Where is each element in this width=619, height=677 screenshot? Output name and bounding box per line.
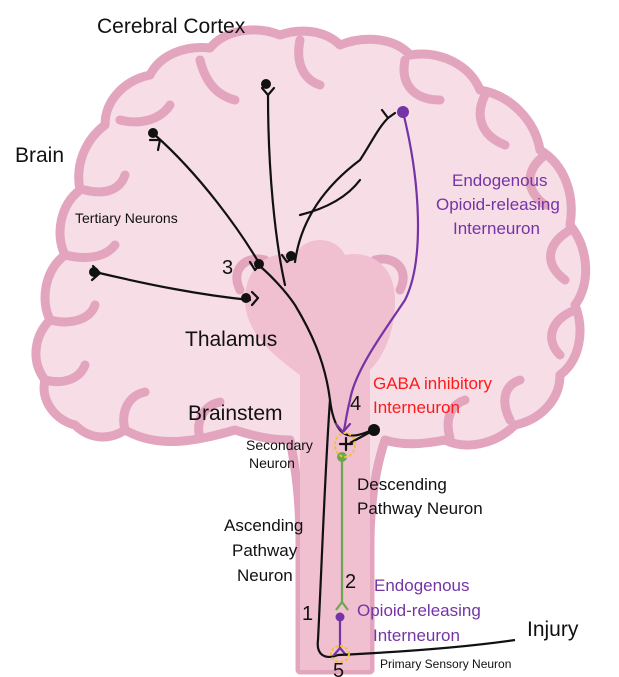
neuron-soma bbox=[286, 251, 296, 261]
label-descending-1: Descending bbox=[357, 475, 447, 494]
label-cerebral-cortex: Cerebral Cortex bbox=[97, 15, 246, 38]
label-opioid-top-2: Opioid-releasing bbox=[436, 195, 560, 214]
label-num-1: 1 bbox=[302, 603, 313, 625]
label-gaba-2: Interneuron bbox=[373, 398, 460, 417]
label-tertiary-neurons: Tertiary Neurons bbox=[75, 210, 178, 226]
opioid-soma-top bbox=[397, 106, 409, 118]
neuron-soma bbox=[254, 259, 264, 269]
label-num-3: 3 bbox=[222, 257, 233, 279]
label-thalamus: Thalamus bbox=[185, 328, 277, 351]
label-opioid-bottom-1: Endogenous bbox=[374, 576, 469, 595]
label-ascending-2: Pathway bbox=[232, 541, 298, 560]
neuron-soma bbox=[89, 267, 99, 277]
label-descending-2: Pathway Neuron bbox=[357, 499, 483, 518]
brain-silhouette bbox=[36, 30, 586, 670]
label-injury: Injury bbox=[527, 618, 579, 641]
label-brainstem: Brainstem bbox=[188, 402, 283, 425]
label-secondary-neuron-1: Secondary bbox=[246, 437, 313, 453]
label-ascending-3: Neuron bbox=[237, 566, 293, 585]
label-opioid-bottom-3: Interneuron bbox=[373, 626, 460, 645]
label-secondary-neuron-2: Neuron bbox=[249, 455, 295, 471]
neuron-soma bbox=[261, 79, 271, 89]
neuron-soma bbox=[148, 128, 158, 138]
label-opioid-bottom-2: Opioid-releasing bbox=[357, 601, 481, 620]
label-brain: Brain bbox=[15, 144, 64, 167]
label-num-2: 2 bbox=[345, 571, 356, 593]
label-opioid-top-3: Interneuron bbox=[453, 219, 540, 238]
label-opioid-top-1: Endogenous bbox=[452, 171, 547, 190]
neuron-soma bbox=[241, 293, 251, 303]
label-num-5: 5 bbox=[333, 660, 344, 677]
label-num-4: 4 bbox=[350, 393, 361, 415]
label-gaba-1: GABA inhibitory bbox=[373, 374, 493, 393]
opioid-soma-bottom bbox=[336, 613, 345, 622]
label-ascending-1: Ascending bbox=[224, 516, 303, 535]
label-primary-sensory-neuron: Primary Sensory Neuron bbox=[380, 657, 511, 671]
